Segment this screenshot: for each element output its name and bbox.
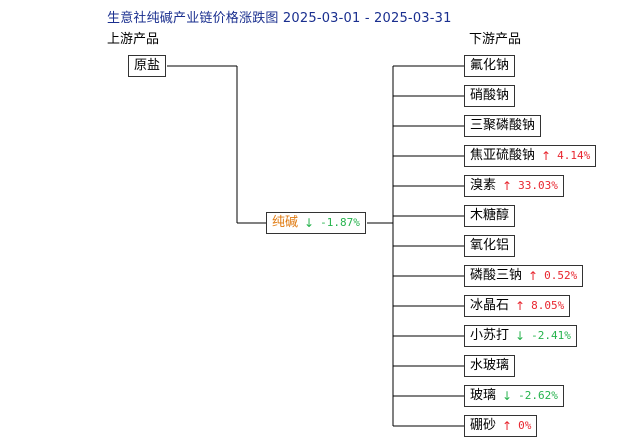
node-name: 硼砂 — [470, 418, 497, 433]
node-name: 小苏打 — [470, 328, 510, 343]
price-change: -1.87% — [320, 216, 360, 229]
chart-title: 生意社纯碱产业链价格涨跌图 2025-03-01 - 2025-03-31 — [107, 11, 452, 26]
down-arrow-icon: ↓ — [515, 329, 526, 343]
downstream-node[interactable]: 木糖醇 — [464, 205, 516, 227]
node-name: 纯碱 — [272, 215, 299, 230]
price-change: 33.03% — [518, 179, 558, 192]
downstream-label: 下游产品 — [469, 32, 522, 47]
up-arrow-icon: ↑ — [502, 419, 513, 433]
downstream-node[interactable]: 磷酸三钠 ↑ 0.52% — [464, 265, 584, 287]
node-name: 硝酸钠 — [470, 88, 510, 103]
node-name: 氟化钠 — [470, 58, 510, 73]
up-arrow-icon: ↑ — [528, 269, 539, 283]
downstream-node[interactable]: 硼砂 ↑ 0% — [464, 415, 538, 437]
downstream-node[interactable]: 玻璃 ↓ -2.62% — [464, 385, 564, 407]
node-name: 玻璃 — [470, 388, 497, 403]
up-arrow-icon: ↑ — [515, 299, 526, 313]
price-change: 0% — [518, 419, 532, 432]
price-change: -2.62% — [518, 389, 558, 402]
down-arrow-icon: ↓ — [502, 389, 513, 403]
node-name: 三聚磷酸钠 — [470, 118, 536, 133]
node-name: 水玻璃 — [470, 358, 510, 373]
downstream-node[interactable]: 氟化钠 — [464, 55, 516, 77]
up-arrow-icon: ↑ — [502, 179, 513, 193]
node-name: 冰晶石 — [470, 298, 510, 313]
node-name: 焦亚硫酸钠 — [470, 148, 536, 163]
node-name: 磷酸三钠 — [470, 268, 523, 283]
downstream-node[interactable]: 氧化铝 — [464, 235, 516, 257]
node-name: 氧化铝 — [470, 238, 510, 253]
downstream-node[interactable]: 溴素 ↑ 33.03% — [464, 175, 564, 197]
price-change: 4.14% — [557, 149, 591, 162]
center-node-chunjian[interactable]: 纯碱 ↓ -1.87% — [266, 212, 366, 234]
price-change: 0.52% — [544, 269, 578, 282]
upstream-node-yuanyan[interactable]: 原盐 — [128, 55, 167, 77]
downstream-node[interactable]: 硝酸钠 — [464, 85, 516, 107]
downstream-node[interactable]: 三聚磷酸钠 — [464, 115, 542, 137]
upstream-label: 上游产品 — [107, 32, 160, 47]
price-change: 8.05% — [531, 299, 565, 312]
downstream-node[interactable]: 冰晶石 ↑ 8.05% — [464, 295, 571, 317]
up-arrow-icon: ↑ — [541, 149, 552, 163]
price-change: -2.41% — [531, 329, 571, 342]
down-arrow-icon: ↓ — [304, 216, 315, 230]
downstream-node[interactable]: 水玻璃 — [464, 355, 516, 377]
node-name: 木糖醇 — [470, 208, 510, 223]
node-name: 原盐 — [134, 58, 161, 73]
downstream-node[interactable]: 小苏打 ↓ -2.41% — [464, 325, 577, 347]
downstream-node[interactable]: 焦亚硫酸钠 ↑ 4.14% — [464, 145, 597, 167]
node-name: 溴素 — [470, 178, 497, 193]
